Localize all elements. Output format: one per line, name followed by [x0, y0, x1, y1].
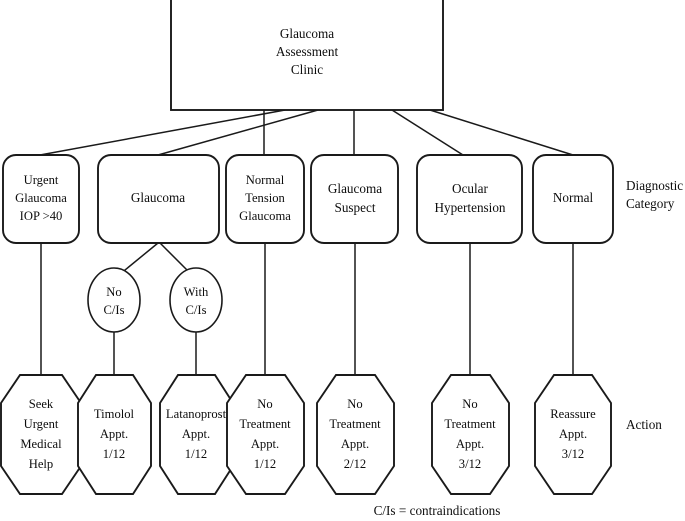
- ocular-hypertension-rounded-rect: [416, 154, 523, 244]
- connector-root-to-urgent-glaucoma: [39, 109, 286, 156]
- timolol-appt-octagon: [77, 374, 152, 495]
- node-no-treatment-appt-2-12[interactable]: No Treatment Appt. 2/12: [316, 374, 395, 495]
- connector-root-to-normal: [429, 109, 574, 156]
- ocular-hypertension-label-line-1: Ocular: [452, 181, 488, 196]
- ocular-hypertension-label-line-2: Hypertension: [434, 200, 505, 215]
- seek-urgent-medical-help-label-line-4: Help: [29, 457, 53, 471]
- seek-urgent-medical-help-label-line-3: Medical: [20, 437, 62, 451]
- normal-label-line-1: Normal: [553, 190, 594, 205]
- root-label-line-3: Clinic: [291, 62, 323, 77]
- node-glaucoma-suspect[interactable]: Glaucoma Suspect: [310, 154, 399, 244]
- node-normal[interactable]: Normal: [532, 154, 614, 244]
- node-no-treatment-appt-1-12[interactable]: No Treatment Appt. 1/12: [226, 374, 305, 495]
- node-reassure-appt-3-12[interactable]: Reassure Appt. 3/12: [534, 374, 612, 495]
- no-treatment-appt-3-12-label-line-2: Treatment: [444, 417, 496, 431]
- node-with-cis[interactable]: With C/Is: [169, 267, 223, 333]
- no-treatment-appt-1-12-label-line-1: No: [257, 397, 272, 411]
- timolol-appt-label-line-2: Appt.: [100, 427, 128, 441]
- latanoprost-appt-octagon: [159, 374, 234, 495]
- no-treatment-appt-2-12-label-line-3: Appt.: [341, 437, 369, 451]
- no-cis-ellipse: [87, 267, 141, 333]
- urgent-glaucoma-label-line-2: Glaucoma: [15, 191, 67, 205]
- root-label-line-2: Assessment: [276, 44, 339, 59]
- normal-tension-glaucoma-label-line-3: Glaucoma: [239, 209, 291, 223]
- glaucoma-label-line-1: Glaucoma: [131, 190, 185, 205]
- no-treatment-appt-1-12-label-line-3: Appt.: [251, 437, 279, 451]
- connector-root-to-glaucoma: [157, 109, 319, 156]
- connector-root-to-ocular-hypertension: [391, 109, 464, 156]
- normal-tension-glaucoma-label-line-2: Tension: [245, 191, 285, 205]
- no-treatment-appt-2-12-octagon: [316, 374, 395, 495]
- reassure-appt-3-12-label-line-3: 3/12: [562, 447, 584, 461]
- reassure-appt-3-12-label-line-1: Reassure: [550, 407, 596, 421]
- no-cis-label-line-1: No: [106, 285, 121, 299]
- latanoprost-appt-label-line-1: Latanoprost: [166, 407, 227, 421]
- root-label-line-1: Glaucoma: [280, 26, 334, 41]
- row-label-diagnostic-category: Diagnostic Category: [626, 178, 683, 211]
- reassure-appt-3-12-label-line-2: Appt.: [559, 427, 587, 441]
- glaucoma-rounded-rect: [97, 154, 220, 244]
- latanoprost-appt-label-line-3: 1/12: [185, 447, 207, 461]
- seek-urgent-medical-help-label-line-2: Urgent: [24, 417, 59, 431]
- with-cis-label-line-1: With: [184, 285, 209, 299]
- node-no-treatment-appt-3-12[interactable]: No Treatment Appt. 3/12: [431, 374, 510, 495]
- no-treatment-appt-1-12-label-line-2: Treatment: [239, 417, 291, 431]
- no-treatment-appt-2-12-label-line-1: No: [347, 397, 362, 411]
- seek-urgent-medical-help-octagon: [0, 374, 82, 495]
- row-label-action: Action: [626, 417, 662, 432]
- node-seek-urgent-medical-help[interactable]: Seek Urgent Medical Help: [0, 374, 82, 495]
- glaucoma-suspect-label-line-2: Suspect: [334, 200, 375, 215]
- action-label: Action: [626, 417, 662, 432]
- timolol-appt-label-line-3: 1/12: [103, 447, 125, 461]
- root-rectangle: [170, 0, 444, 111]
- node-glaucoma-assessment-clinic[interactable]: Glaucoma Assessment Clinic: [170, 0, 444, 111]
- timolol-appt-label-line-1: Timolol: [94, 407, 135, 421]
- seek-urgent-medical-help-label-line-1: Seek: [29, 397, 54, 411]
- no-treatment-appt-2-12-label-line-2: Treatment: [329, 417, 381, 431]
- normal-tension-glaucoma-label-line-1: Normal: [246, 173, 285, 187]
- no-treatment-appt-3-12-label-line-1: No: [462, 397, 477, 411]
- no-treatment-appt-1-12-octagon: [226, 374, 305, 495]
- diagnostic-category-label-line-1: Diagnostic: [626, 178, 683, 193]
- connector-group-to-actions: [40, 243, 574, 375]
- urgent-glaucoma-label-line-3: IOP >40: [20, 209, 63, 223]
- footnote-contraindications: C/Is = contraindications: [374, 503, 501, 518]
- node-urgent-glaucoma[interactable]: Urgent Glaucoma IOP >40: [2, 154, 80, 244]
- no-cis-label-line-2: C/Is: [104, 303, 125, 317]
- with-cis-ellipse: [169, 267, 223, 333]
- glaucoma-suspect-rounded-rect: [310, 154, 399, 244]
- no-treatment-appt-1-12-label-line-4: 1/12: [254, 457, 276, 471]
- node-latanoprost-appt[interactable]: Latanoprost Appt. 1/12: [159, 374, 234, 495]
- glaucoma-suspect-label-line-1: Glaucoma: [328, 181, 382, 196]
- with-cis-label-line-2: C/Is: [186, 303, 207, 317]
- no-treatment-appt-2-12-label-line-4: 2/12: [344, 457, 366, 471]
- no-treatment-appt-3-12-octagon: [431, 374, 510, 495]
- diagnostic-category-label-line-2: Category: [626, 196, 675, 211]
- node-timolol-appt[interactable]: Timolol Appt. 1/12: [77, 374, 152, 495]
- node-ocular-hypertension[interactable]: Ocular Hypertension: [416, 154, 523, 244]
- connector-group-root-to-categories: [39, 109, 574, 156]
- node-normal-tension-glaucoma[interactable]: Normal Tension Glaucoma: [225, 154, 305, 244]
- no-treatment-appt-3-12-label-line-3: Appt.: [456, 437, 484, 451]
- node-no-cis[interactable]: No C/Is: [87, 267, 141, 333]
- node-glaucoma[interactable]: Glaucoma: [97, 154, 220, 244]
- reassure-appt-3-12-octagon: [534, 374, 612, 495]
- no-treatment-appt-3-12-label-line-4: 3/12: [459, 457, 481, 471]
- urgent-glaucoma-label-line-1: Urgent: [24, 173, 59, 187]
- latanoprost-appt-label-line-2: Appt.: [182, 427, 210, 441]
